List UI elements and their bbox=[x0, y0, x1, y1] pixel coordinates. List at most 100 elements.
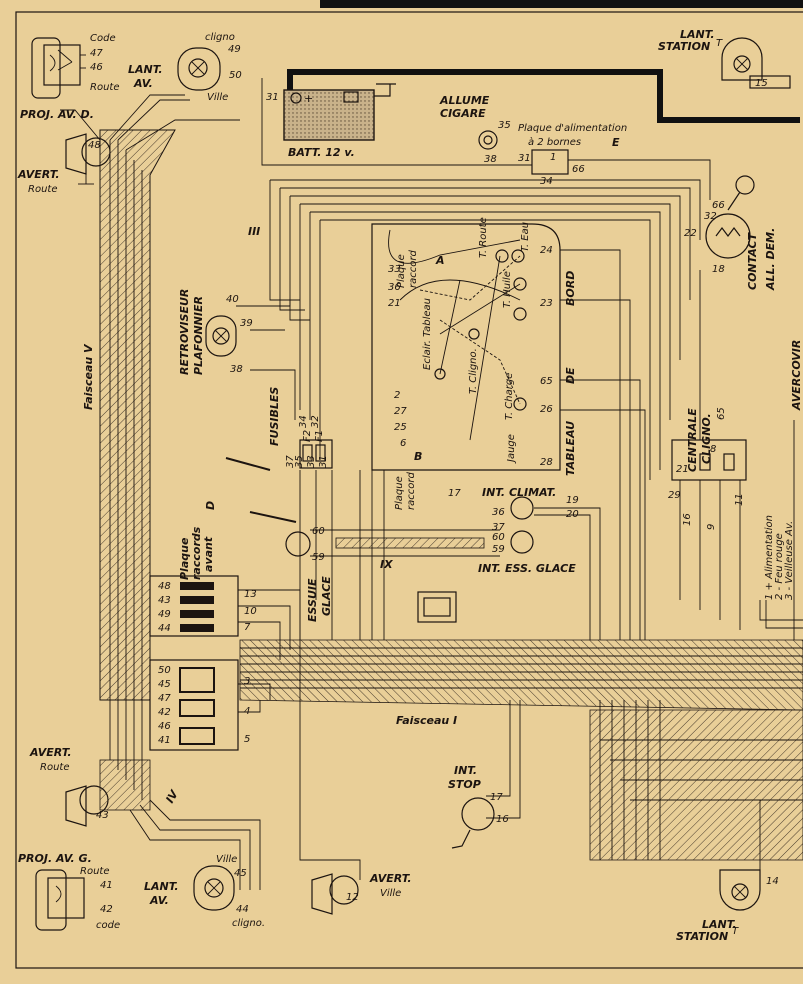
retroviseur: RETROVISEUR PLAFONNIER 40 39 38 bbox=[178, 289, 296, 420]
terminal-36a: 36 bbox=[388, 282, 401, 293]
faisceau-v-harness: Faisceau V bbox=[60, 94, 240, 800]
terminal-15: 15 bbox=[755, 78, 768, 89]
plaque-e-letter: E bbox=[612, 136, 620, 149]
avert-ville-label-2: Ville bbox=[380, 888, 401, 899]
avert-ville-label-1: AVERT. bbox=[369, 872, 412, 885]
contact-label: CONTACT bbox=[746, 231, 759, 290]
terminal-59a: 59 bbox=[312, 552, 325, 563]
terminal-36b: 36 bbox=[492, 507, 505, 518]
ville-top-label: Ville bbox=[207, 92, 228, 103]
battery-label: BATT. 12 v. bbox=[288, 146, 355, 159]
faisceau-i-label: Faisceau I bbox=[396, 714, 457, 727]
fusibles: FUSIBLES F2 F1 37 35 34 33 32 31 bbox=[268, 387, 333, 640]
int-climat-label: INT. CLIMAT. bbox=[482, 486, 556, 499]
terminal-37b: 37 bbox=[492, 522, 505, 533]
terminal-16a: 16 bbox=[682, 513, 693, 526]
lamp-dde-icon bbox=[513, 307, 527, 321]
terminal-23: 23 bbox=[540, 298, 553, 309]
avert-route-bot-label-2: Route bbox=[40, 762, 69, 773]
top-edge-bar bbox=[320, 0, 803, 8]
lant-av-bottom: LANT. AV. Ville 45 44 cligno. bbox=[144, 854, 265, 929]
retro-label-2: PLAFONNIER bbox=[192, 296, 205, 375]
headlamp-left-icon bbox=[35, 869, 67, 931]
lamp-eclair-icon bbox=[434, 368, 446, 380]
fuse-f1-label: F1 bbox=[314, 430, 325, 442]
contact-switch: 66 32 22 18 CONTACT ALL. DEM. AVERCOVIR bbox=[684, 175, 803, 411]
allume-label-1: ALLUME bbox=[439, 94, 490, 107]
terminal-26: 26 bbox=[540, 404, 553, 415]
terminal-31-battery: 31 bbox=[266, 92, 279, 103]
t-cligno-label: T. Cligno. bbox=[468, 348, 479, 394]
avercovir-label: AVERCOVIR bbox=[790, 340, 803, 411]
plaque-raccord-b-2: raccord bbox=[406, 472, 417, 510]
terminal-7: 7 bbox=[244, 622, 251, 633]
lant-av-top-label-1: LANT. bbox=[128, 63, 163, 76]
terminal-18: 18 bbox=[712, 264, 725, 275]
terminal-50b: 50 bbox=[158, 665, 171, 676]
terminal-1: 1 bbox=[550, 152, 556, 163]
terminal-29: 29 bbox=[668, 490, 681, 501]
brake-switch-icon bbox=[461, 797, 495, 831]
retro-label-1: RETROVISEUR bbox=[178, 289, 191, 375]
battery-plus: + bbox=[304, 92, 313, 105]
terminal-42a: 42 bbox=[158, 707, 171, 718]
terminal-21b: 21 bbox=[676, 464, 689, 475]
legend-2: 2 - Feu rouge bbox=[774, 533, 785, 600]
misc-wires bbox=[238, 249, 795, 713]
terminal-43a: 43 bbox=[158, 595, 171, 606]
terminal-11: 11 bbox=[734, 493, 745, 506]
terminal-60b: 60 bbox=[492, 532, 505, 543]
terminal-50: 50 bbox=[229, 70, 242, 81]
bord-label: BORD bbox=[564, 271, 577, 306]
lant-av-bot-label-2: AV. bbox=[149, 894, 169, 907]
terminal-48b: 48 bbox=[158, 581, 171, 592]
int-stop-label-2: STOP bbox=[448, 778, 481, 791]
terminal-38a: 38 bbox=[484, 154, 497, 165]
horn-top-icon bbox=[65, 133, 87, 175]
de-label: DE bbox=[564, 367, 577, 384]
terminal-33: 33 bbox=[388, 264, 401, 275]
lamp-huile-icon bbox=[513, 277, 527, 291]
horn-ville-icon bbox=[311, 873, 333, 915]
terminal-65b: 65 bbox=[716, 407, 727, 420]
cigar-lighter-icon bbox=[478, 130, 498, 150]
terminal-4: 4 bbox=[244, 706, 250, 717]
terminal-2: 2 bbox=[394, 390, 400, 401]
terminal-38b: 38 bbox=[230, 364, 243, 375]
int-stop: INT. STOP 17 16 bbox=[448, 700, 521, 849]
t-charge-label: T. Charge bbox=[504, 373, 515, 420]
front-lamp-bottom-icon bbox=[193, 865, 235, 911]
plaque-raccord-b-1: Plaque bbox=[394, 476, 405, 510]
lamp-charge-icon bbox=[513, 397, 527, 411]
dashboard-panel: A B Plaque raccord 33 36 21 T. Route T. … bbox=[371, 217, 577, 510]
roman-iv-label: IV bbox=[163, 787, 181, 806]
terminal-66a: 66 bbox=[572, 164, 585, 175]
plaque-av-label-1: Plaque bbox=[178, 537, 191, 580]
code-bot-label: code bbox=[96, 920, 120, 931]
terminal-45b: 45 bbox=[234, 868, 247, 879]
terminal-40: 40 bbox=[226, 294, 239, 305]
avert-route-bot-label-1: AVERT. bbox=[29, 746, 72, 759]
lant-av-top: LANT. AV. cligno 49 50 Ville bbox=[128, 32, 242, 103]
terminal-28: 28 bbox=[540, 457, 553, 468]
allume-label-2: CIGARE bbox=[440, 107, 486, 120]
legend-1: 1 + Alimentation bbox=[764, 515, 775, 600]
terminal-17b: 17 bbox=[490, 792, 503, 803]
lant-av-top-label-2: AV. bbox=[133, 77, 153, 90]
essuie-label-1: ESSUIE bbox=[306, 578, 319, 622]
lamp-cligno-icon bbox=[468, 328, 480, 340]
lamp-eau-icon bbox=[511, 249, 525, 263]
terminal-66b: 66 bbox=[712, 200, 725, 211]
terminal-20: 20 bbox=[566, 509, 579, 520]
terminal-60a: 60 bbox=[312, 526, 325, 537]
essuie-glace: 60 59 ESSUIE GLACE IX INT. CLIMAT. 36 19… bbox=[225, 457, 601, 640]
avert-route-bottom: AVERT. Route 43 IV bbox=[29, 746, 261, 890]
climat-switch-icon bbox=[510, 496, 534, 520]
horn-bottom-icon bbox=[65, 785, 87, 827]
proj-route-label: Route bbox=[90, 82, 119, 93]
lant-station-top: LANT. STATION T 15 bbox=[658, 28, 791, 89]
terminal-34b: 34 bbox=[298, 415, 309, 428]
terminal-31b: 31 bbox=[518, 153, 531, 164]
jauge-label: Jauge bbox=[506, 434, 517, 464]
centrale-cligno: CENTRALE CLIGNO. 21 8 65 29 16 9 11 1 + … bbox=[668, 407, 803, 630]
